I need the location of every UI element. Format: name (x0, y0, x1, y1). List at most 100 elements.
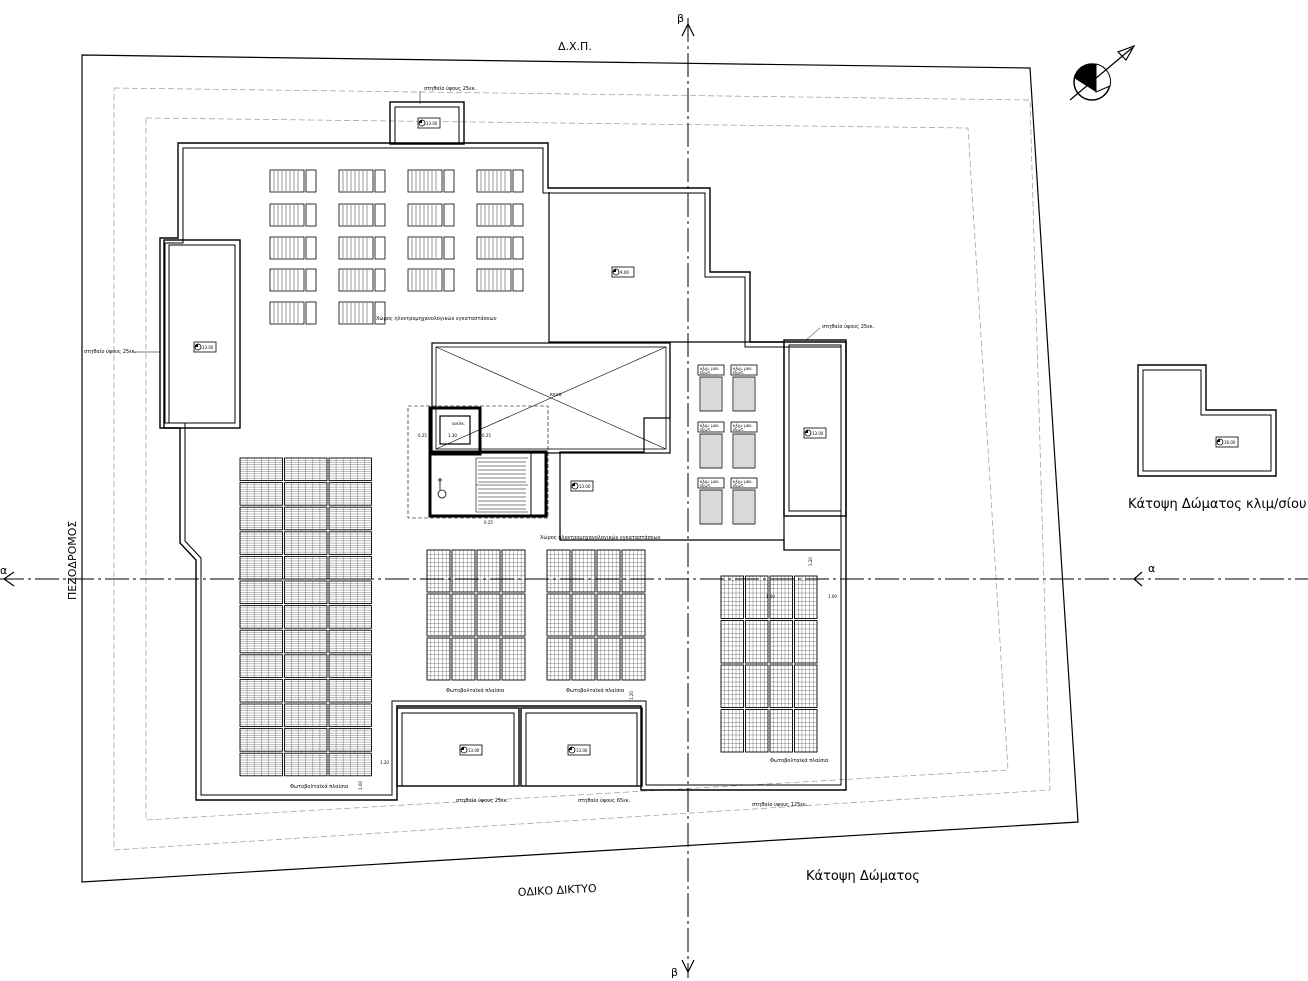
label-parapet: στηθαίο ύψους 25εκ. (456, 797, 509, 804)
right-wing (670, 341, 840, 551)
label-pv-4: Φωτοβολταϊκά πλαίσια (770, 757, 829, 764)
dim-label: 1.20 (629, 691, 634, 700)
roof-box-bottom-2-inner (525, 712, 638, 787)
dim-label: 1.00 (358, 781, 363, 790)
ac-unit-label: κλιμ. μον. (700, 423, 720, 428)
dim-label: 0.25 (484, 520, 493, 525)
level-value: 16.00 (1224, 440, 1236, 445)
void-area-inner (435, 346, 667, 450)
solar-heater (338, 203, 386, 227)
elevator-label: ανελκ. (452, 421, 465, 426)
raised-roof-left (163, 239, 241, 429)
section-label-alpha: α (0, 564, 7, 577)
plot-boundary (81, 54, 1079, 883)
section-marker-icon (681, 959, 695, 974)
section-marker-icon (681, 22, 695, 37)
ac-unit-label: εξωτ. (733, 370, 744, 375)
solar-heater (407, 236, 455, 260)
ac-unit: κλιμ. μον.εξωτ. (697, 477, 725, 525)
stair-treads (475, 457, 528, 513)
section-marker-icon (1133, 571, 1143, 587)
label-parapet: στηθαίο ύψους 25εκ. (822, 323, 875, 330)
raised-roof-right-inner (788, 344, 842, 512)
title-stair-roof-plan: Κάτοψη Δώματος κλιμ/σίου (1128, 497, 1307, 512)
raised-roof-left-inner (168, 244, 236, 424)
stair-roof-outline (1137, 364, 1277, 477)
roof-box-bottom-1-inner (401, 712, 515, 787)
label-parapet: στηθαίο ύψους 125εκ. (752, 801, 808, 808)
section-label-alpha: α (1148, 562, 1155, 575)
core-dashed (407, 405, 549, 519)
pv-array (720, 575, 818, 753)
solar-heater (269, 236, 317, 260)
middle-volume (548, 192, 785, 550)
roof-box-top-inner (394, 106, 460, 145)
ac-unit: κλιμ. μον.εξωτ. (730, 364, 758, 412)
solar-heater-group (269, 169, 524, 325)
title-roof-plan: Κάτοψη Δώματος (806, 869, 920, 884)
dim-label: 1.00 (828, 594, 837, 599)
roof-box-bottom-1 (396, 707, 520, 787)
level-marker-icon: 16.00 (1215, 436, 1239, 448)
level-marker-icon: 13.00 (570, 480, 594, 492)
level-value: 13.00 (579, 484, 591, 489)
solar-heater (338, 268, 386, 292)
level-marker-icon: 9.00 (611, 266, 635, 278)
pv-array (239, 457, 372, 777)
ac-unit: κλιμ. μον.εξωτ. (697, 421, 725, 469)
solar-heater (338, 236, 386, 260)
wheelchair-icon (437, 478, 447, 499)
level-marker-icon: 13.00 (459, 744, 483, 756)
ac-unit: κλιμ. μον.εξωτ. (730, 421, 758, 469)
level-value: 13.00 (576, 748, 588, 753)
label-pedestrian: ΠΕΖΟΔΡΟΜΟΣ (66, 521, 79, 600)
dim-label: 0.25 (482, 433, 491, 438)
level-value: 9.00 (620, 270, 629, 275)
label-dxp: Δ.Χ.Π. (558, 40, 592, 53)
ac-unit-label: εξωτ. (700, 483, 711, 488)
dim-label: 1.00 (766, 594, 775, 599)
ac-unit-label: κλιμ. μον. (700, 479, 720, 484)
label-road: ΟΔΙΚΟ ΔΙΚΤΥΟ (517, 882, 597, 899)
solar-heater (476, 268, 524, 292)
section-label-beta: β (677, 12, 684, 25)
label-mech-space-2: Χώρος ηλεκτρομηχανολογικών εγκαταστάσεων (540, 534, 661, 541)
ac-unit: κλιμ. μον.εξωτ. (697, 364, 725, 412)
solar-heater (407, 169, 455, 193)
ac-unit-label: κλιμ. μον. (733, 423, 753, 428)
ac-unit-label: εξωτ. (733, 427, 744, 432)
pv-array (426, 549, 526, 681)
ac-unit-label: κλιμ. μον. (733, 366, 753, 371)
level-marker-icon: 13.00 (417, 117, 441, 129)
label-parapet: στηθαίο ύψους 25εκ. (84, 348, 137, 355)
level-marker-icon: 13.00 (193, 341, 217, 353)
level-marker-icon: 13.00 (803, 427, 827, 439)
ac-unit-label: εξωτ. (700, 370, 711, 375)
dim-label: 1.30 (448, 433, 457, 438)
solar-heater (476, 236, 524, 260)
ac-unit-label: εξωτ. (700, 427, 711, 432)
core-left-pier (530, 451, 548, 517)
solar-heater (476, 203, 524, 227)
label-pv-3: Φωτοβολταϊκά πλαίσια (566, 687, 625, 694)
solar-heater (269, 203, 317, 227)
level-value: 13.00 (812, 431, 824, 436)
ac-unit: κλιμ. μον.εξωτ. (730, 477, 758, 525)
stair-roof-outline-inner (1142, 369, 1272, 472)
leader-line (805, 327, 821, 341)
stair-enclosure (428, 450, 548, 518)
label-parapet: στηθαίο ύψους 65εκ. (578, 797, 631, 804)
level-marker-icon: 13.00 (567, 744, 591, 756)
label-pv-1: Φωτοβολταϊκά πλαίσια (290, 783, 349, 790)
label-pv-2: Φωτοβολταϊκά πλαίσια (446, 687, 505, 694)
label-parapet: στηθαίο ύψους 25εκ. (424, 85, 477, 92)
elevator-cabin (439, 415, 471, 445)
label-mech-space-1: Χώρος ηλεκτρομηχανολογικών εγκαταστάσεων (376, 315, 497, 322)
level-value: 13.00 (202, 345, 214, 350)
void-area (431, 342, 671, 454)
solar-heater (269, 268, 317, 292)
setback-line-outer (113, 87, 1051, 851)
north-arrow-icon (1069, 44, 1136, 101)
section-label-beta: β (671, 966, 678, 979)
